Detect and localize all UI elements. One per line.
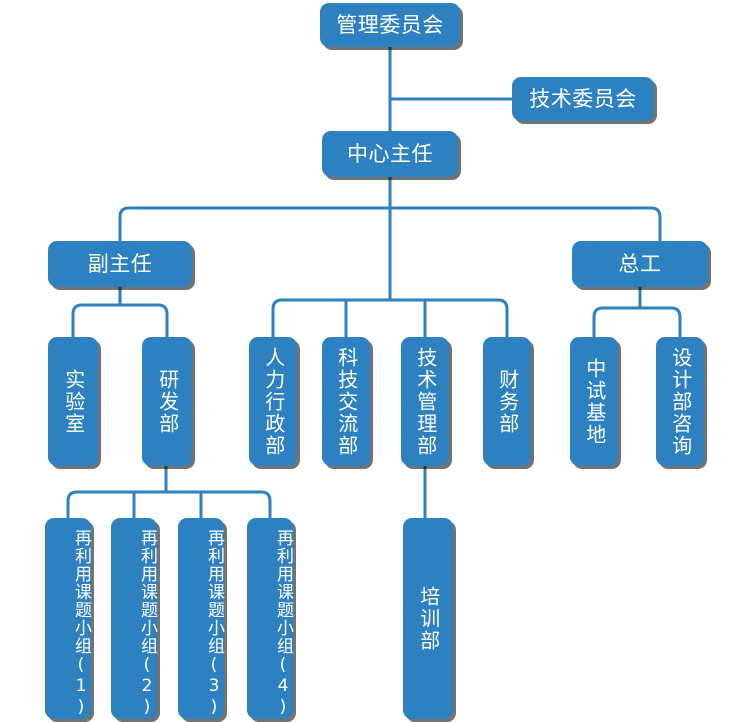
node-training-department[interactable]: 培训部 <box>403 518 453 719</box>
edge-bus-level2 <box>118 206 662 241</box>
node-finance-department[interactable]: 财务部 <box>483 337 531 466</box>
node-reuse-group-1[interactable]: 再利用课题小组(1) <box>45 518 91 719</box>
edge-bus-director-departments <box>271 298 509 337</box>
node-hr-admin-department[interactable]: 人力行政部 <box>249 337 297 466</box>
node-reuse-group-2[interactable]: 再利用课题小组(2) <box>111 518 157 719</box>
node-design-consulting-department[interactable]: 设计部咨询 <box>656 337 704 466</box>
edge-bus-chief-children <box>592 306 682 337</box>
node-management-committee[interactable]: 管理委员会 <box>320 3 460 47</box>
edge-bus-deputy-children <box>71 303 169 337</box>
node-tech-management-department[interactable]: 技术管理部 <box>401 337 449 466</box>
node-laboratory[interactable]: 实验室 <box>48 337 98 466</box>
node-technical-committee[interactable]: 技术委员会 <box>512 77 654 121</box>
node-rd-department[interactable]: 研发部 <box>142 337 192 466</box>
node-center-director[interactable]: 中心主任 <box>322 131 458 177</box>
node-sci-tech-exchange-department[interactable]: 科技交流部 <box>322 337 370 466</box>
node-reuse-group-3[interactable]: 再利用课题小组(3) <box>178 518 224 719</box>
node-reuse-group-4[interactable]: 再利用课题小组(4) <box>247 518 293 719</box>
node-chief-engineer[interactable]: 总工 <box>572 241 708 287</box>
node-deputy-director[interactable]: 副主任 <box>48 241 192 287</box>
node-pilot-base[interactable]: 中试基地 <box>570 337 618 466</box>
edge-bus-rd-children <box>66 490 272 518</box>
